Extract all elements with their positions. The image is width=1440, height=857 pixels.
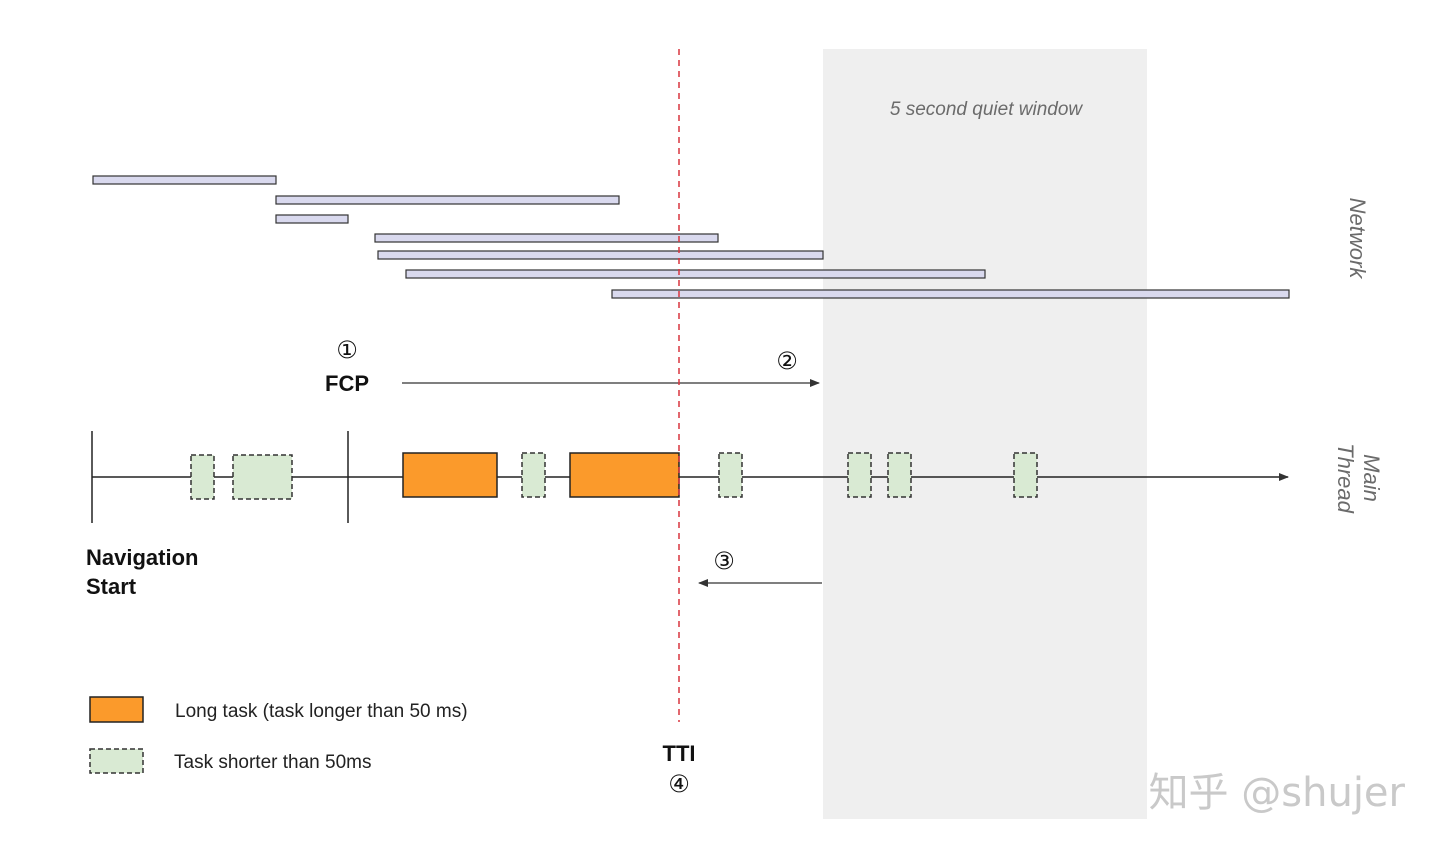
fcp-label: FCP — [325, 371, 369, 396]
legend-long-task-swatch — [89, 696, 144, 723]
main-thread-tasks — [190, 452, 1038, 500]
legend: Long task (task longer than 50 ms) Task … — [89, 696, 468, 774]
legend-short-task-swatch — [89, 748, 144, 774]
navigation-start-label-line2: Start — [86, 574, 137, 599]
forward-search-marker-number: ② — [776, 347, 798, 375]
network-request-bar — [405, 269, 986, 279]
backward-search-marker-number: ③ — [713, 547, 735, 575]
network-request-bar — [611, 289, 1290, 299]
watermark: 知乎 @shujer — [1149, 770, 1406, 816]
navigation-start-label-line1: Navigation — [86, 545, 198, 570]
tti-label: TTI — [663, 741, 696, 766]
short-task — [887, 452, 912, 498]
network-request-bar — [275, 214, 349, 224]
network-request-bar — [374, 233, 719, 243]
legend-long-task-label: Long task (task longer than 50 ms) — [175, 701, 468, 722]
main-thread-lane-label: Main Thread — [1333, 443, 1384, 513]
long-task — [402, 452, 498, 498]
main-thread-label-line2: Thread — [1333, 443, 1358, 513]
quiet-window-label: 5 second quiet window — [890, 99, 1084, 120]
network-lane-label: Network — [1345, 198, 1370, 280]
network-request-bar — [377, 250, 824, 260]
fcp-marker-number: ① — [336, 336, 358, 364]
short-task — [232, 454, 293, 500]
network-request-bar — [92, 175, 277, 185]
long-task — [569, 452, 680, 498]
short-task — [521, 452, 546, 498]
short-task — [190, 454, 215, 500]
quiet-window — [823, 49, 1147, 819]
short-task — [847, 452, 872, 498]
tti-marker-number: ④ — [668, 770, 690, 798]
network-bars — [92, 175, 1290, 299]
short-task — [1013, 452, 1038, 498]
main-thread-label-line1: Main — [1359, 454, 1384, 502]
legend-short-task-label: Task shorter than 50ms — [174, 752, 371, 773]
network-request-bar — [275, 195, 620, 205]
short-task — [718, 452, 743, 498]
